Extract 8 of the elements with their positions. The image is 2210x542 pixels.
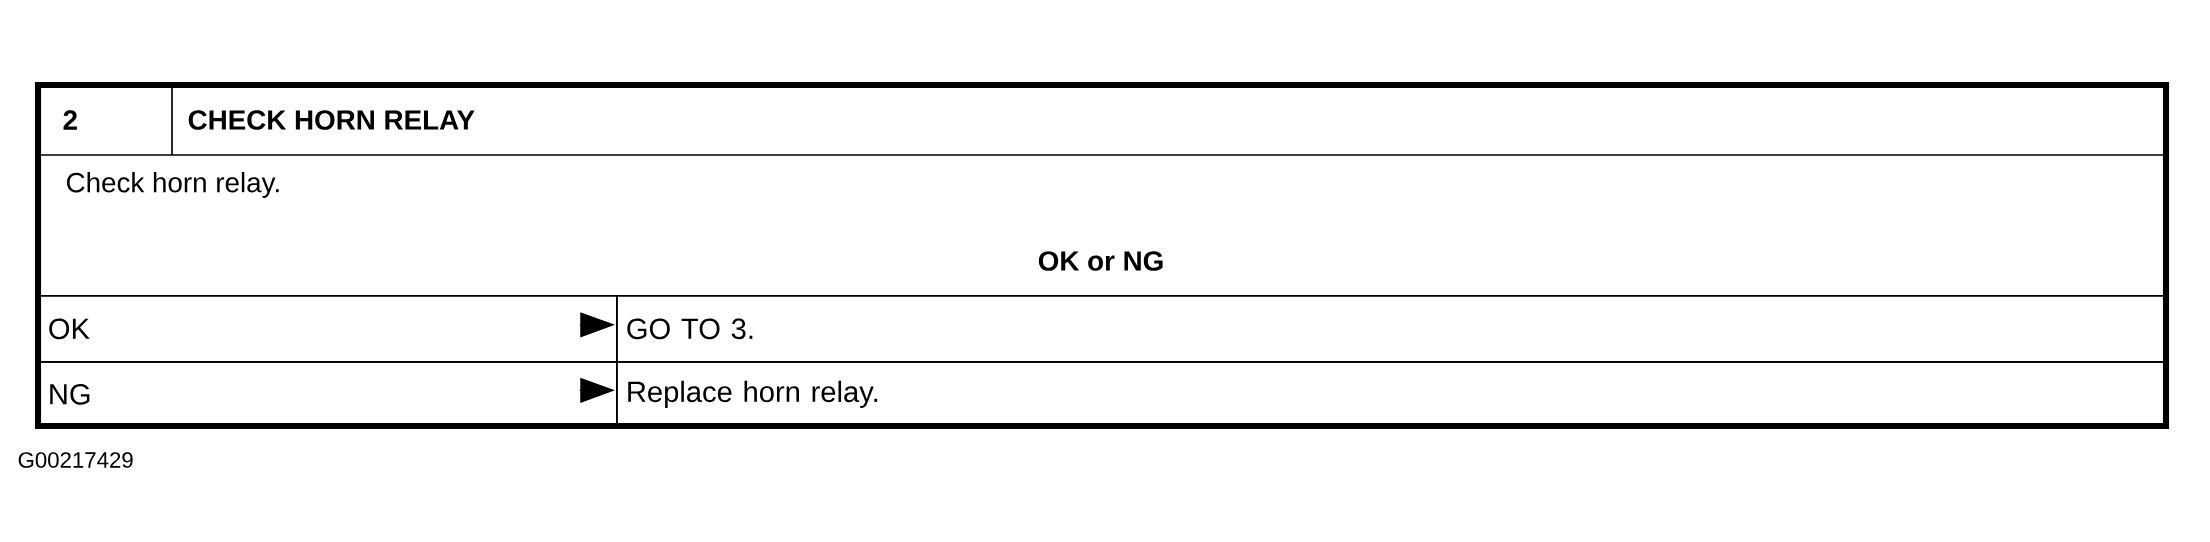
result-cell: OK bbox=[38, 295, 618, 363]
step-title: CHECK HORN RELAY bbox=[188, 110, 475, 130]
figure-code: G00217429 bbox=[18, 452, 133, 468]
action-cell: GO TO 3. bbox=[616, 295, 2168, 363]
instruction-text: Check horn relay. bbox=[66, 172, 279, 198]
result-cell: NG bbox=[38, 361, 618, 428]
action-cell: Replace horn relay. bbox=[616, 361, 2168, 428]
step-number: 2 bbox=[63, 110, 77, 130]
